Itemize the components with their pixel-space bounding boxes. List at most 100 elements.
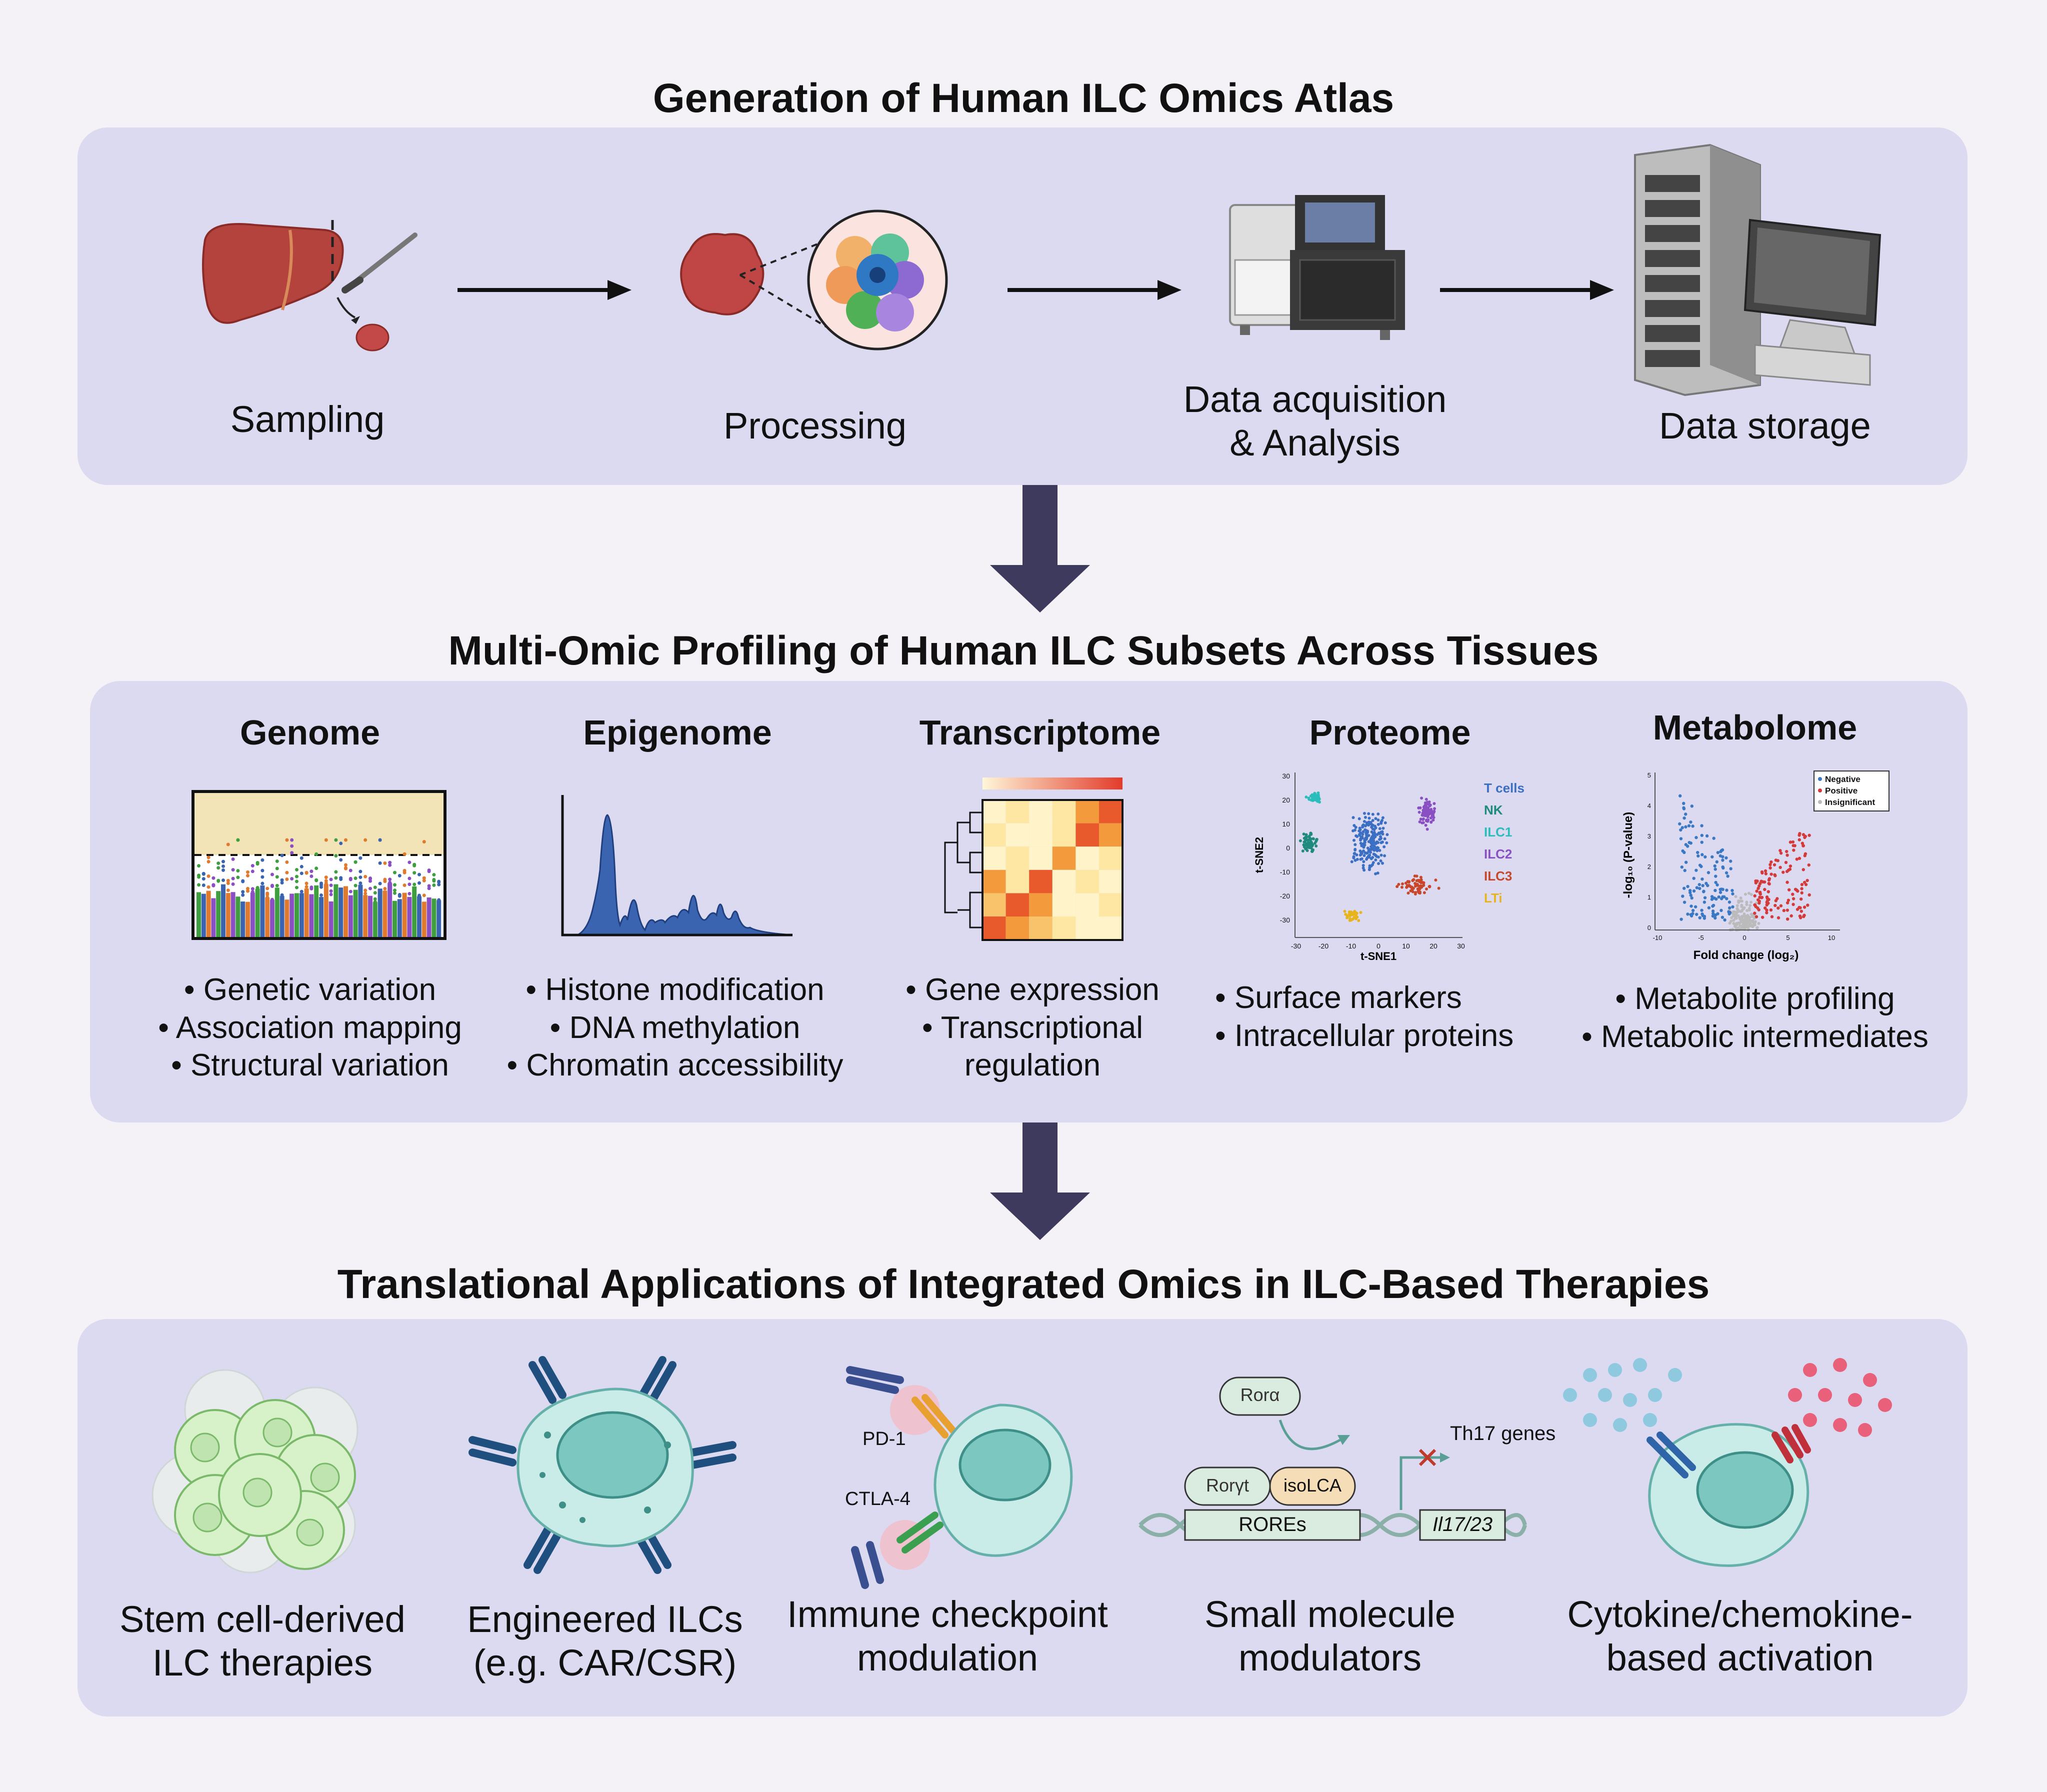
tsne-point: [1418, 880, 1422, 884]
tsne-point: [1356, 835, 1359, 838]
tsne-point: [1378, 848, 1382, 852]
volcano-point: [1732, 922, 1736, 926]
volcano-point: [1802, 880, 1806, 884]
volcano-point: [1711, 914, 1715, 918]
manhattan-point: [378, 861, 382, 865]
volcano-point: [1741, 927, 1744, 930]
manhattan-point: [206, 856, 210, 860]
volcano-point: [1690, 896, 1694, 900]
manhattan-point: [241, 890, 245, 894]
volcano-point: [1760, 871, 1764, 875]
manhattan-bar: [274, 888, 280, 937]
tsne-point: [1301, 850, 1304, 853]
manhattan-point: [266, 886, 270, 890]
volcano-point: [1786, 917, 1790, 921]
volcano-point: [1798, 856, 1802, 860]
manhattan-point: [329, 884, 333, 888]
volcano-point: [1750, 900, 1753, 904]
tsne-point: [1377, 862, 1380, 866]
volcano-point: [1772, 863, 1776, 866]
cytokine-activation-icon: [1563, 1358, 1892, 1567]
manhattan-point: [408, 882, 412, 886]
manhattan-point: [300, 872, 304, 876]
manhattan-point: [226, 878, 230, 882]
volcano-point: [1678, 822, 1682, 826]
y-tick: 0: [1286, 844, 1290, 852]
bullet-item: regulation: [964, 1048, 1101, 1083]
manhattan-point: [412, 871, 416, 875]
tsne-point: [1378, 832, 1382, 836]
volcano-point: [1722, 895, 1726, 898]
manhattan-point: [280, 878, 284, 882]
manhattan-bar: [338, 888, 344, 937]
volcano-point: [1740, 917, 1743, 920]
volcano-point: [1800, 891, 1804, 894]
volcano-point: [1763, 888, 1766, 892]
manhattan-point: [270, 872, 274, 876]
manhattan-bar: [432, 898, 436, 937]
volcano-point: [1701, 884, 1704, 888]
manhattan-point: [344, 863, 348, 867]
tsne-point: [1368, 868, 1371, 872]
tsne-point: [1434, 878, 1438, 882]
tsne-point: [1422, 884, 1426, 888]
omic-title-metabolome: Metabolome: [1652, 708, 1858, 747]
tsne-point: [1313, 842, 1316, 845]
tsne-point: [1355, 853, 1358, 856]
manhattan-point: [373, 886, 377, 890]
volcano-point: [1702, 890, 1706, 893]
volcano-point: [1724, 856, 1728, 860]
checkpoint-cell-icon: PD-1 CTLA-4: [845, 1366, 1073, 1589]
bullet-item: • DNA methylation: [550, 1010, 800, 1045]
heatmap-cell: [1099, 893, 1122, 916]
volcano-point: [1792, 848, 1796, 852]
volcano-point: [1716, 850, 1720, 854]
manhattan-point: [256, 886, 260, 890]
manhattan-point: [378, 882, 382, 886]
volcano-point: [1707, 906, 1711, 910]
tsne-point: [1428, 885, 1431, 888]
manhattan-bar: [382, 890, 388, 937]
volcano-point: [1700, 877, 1704, 881]
tsne-point: [1418, 810, 1421, 814]
volcano-point: [1720, 848, 1724, 852]
manhattan-point: [310, 870, 314, 874]
volcano-point: [1721, 858, 1724, 862]
manhattan-bar: [353, 890, 358, 937]
volcano-point: [1748, 916, 1752, 920]
x-tick: 0: [1742, 934, 1746, 942]
manhattan-point: [290, 838, 294, 842]
x-axis-label: t-SNE1: [1360, 950, 1396, 962]
x-tick: 10: [1828, 934, 1835, 942]
manhattan-bar: [392, 900, 397, 937]
manhattan-point: [412, 862, 416, 866]
volcano-point: [1744, 892, 1747, 896]
tsne-point: [1397, 882, 1400, 886]
manhattan-bar: [397, 899, 402, 937]
volcano-point: [1795, 888, 1798, 892]
volcano-point: [1753, 912, 1756, 915]
tsne-point: [1372, 848, 1376, 852]
volcano-point: [1758, 882, 1762, 886]
tsne-point: [1311, 843, 1314, 846]
tsne-point: [1359, 858, 1362, 861]
volcano-point: [1728, 922, 1732, 925]
tsne-point: [1418, 820, 1422, 824]
volcano-point: [1736, 914, 1740, 918]
volcano-point: [1694, 868, 1698, 872]
section-title-generation: Generation of Human ILC Omics Atlas: [652, 76, 1394, 121]
tsne-point: [1371, 812, 1374, 816]
volcano-point: [1737, 899, 1740, 902]
manhattan-point: [368, 886, 372, 890]
tsne-point: [1350, 918, 1353, 922]
manhattan-point: [231, 857, 235, 861]
tsne-point: [1362, 830, 1365, 834]
heatmap-cell: [1052, 823, 1076, 847]
manhattan-bar: [221, 884, 226, 937]
manhattan-point: [212, 883, 216, 887]
volcano-point: [1754, 915, 1758, 918]
manhattan-point: [202, 872, 206, 876]
tsne-point: [1432, 816, 1436, 820]
y-tick: -10: [1280, 868, 1290, 876]
volcano-point: [1682, 816, 1686, 820]
